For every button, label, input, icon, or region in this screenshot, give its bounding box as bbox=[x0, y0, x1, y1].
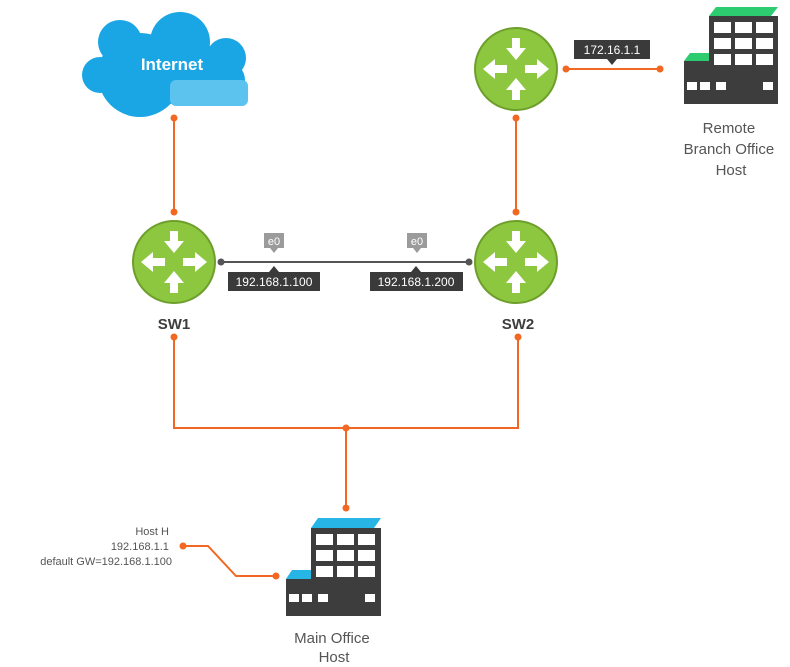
sw1-interface-label: e0 bbox=[268, 236, 280, 248]
sw1-interface-tag: e0 bbox=[264, 233, 284, 253]
sw1-switch-icon bbox=[132, 220, 216, 304]
links bbox=[173, 68, 660, 577]
remote-router-ip-label: 172.16.1.1 bbox=[584, 43, 641, 57]
sw1-ip-label: 192.168.1.100 bbox=[236, 275, 313, 289]
sw2-interface-tag: e0 bbox=[407, 233, 427, 253]
link-host-info bbox=[183, 545, 276, 577]
remote-router-icon bbox=[474, 27, 558, 111]
remote-building-icon bbox=[684, 7, 778, 104]
sw2-interface-label: e0 bbox=[411, 236, 423, 248]
host-info-label: Host H 192.168.1.1 default GW=192.168.1.… bbox=[40, 526, 172, 568]
main-building-icon bbox=[286, 518, 381, 616]
sw1-label: SW1 bbox=[158, 316, 191, 333]
sw2-label: SW2 bbox=[502, 316, 535, 333]
main-host-label: Main Office Host bbox=[294, 630, 374, 666]
internet-cloud-icon: Internet bbox=[82, 12, 248, 117]
sw2-ip-tag: 192.168.1.200 bbox=[370, 266, 463, 291]
remote-router-ip-tag: 172.16.1.1 bbox=[574, 40, 650, 65]
sw2-switch-icon bbox=[474, 220, 558, 304]
link-switches-main-host bbox=[173, 337, 519, 429]
remote-host-label: Remote Branch Office Host bbox=[684, 120, 779, 179]
sw2-ip-label: 192.168.1.200 bbox=[378, 275, 455, 289]
link-endpoints bbox=[170, 65, 664, 580]
sw1-ip-tag: 192.168.1.100 bbox=[228, 266, 320, 291]
internet-label: Internet bbox=[141, 55, 204, 74]
